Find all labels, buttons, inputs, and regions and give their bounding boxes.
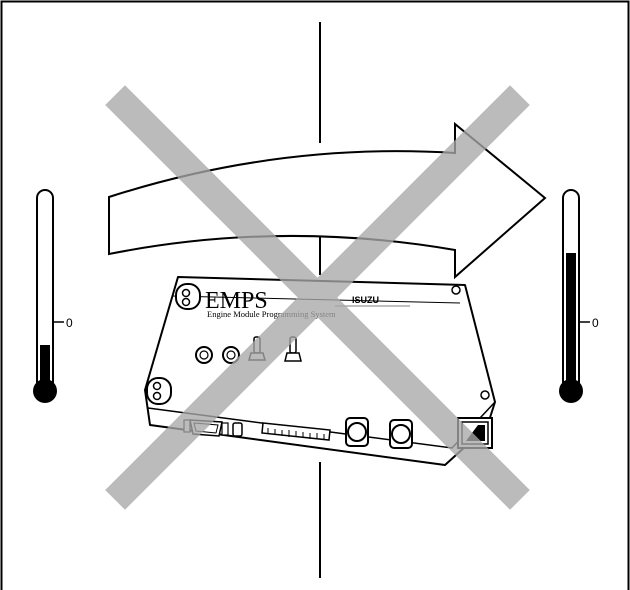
- connector-port-2-inner: [226, 350, 236, 360]
- device-logo: EMPS: [205, 288, 268, 314]
- screw-bottom-right: [480, 390, 490, 400]
- bnc-connector-1: [345, 417, 369, 447]
- connector-port-1-inner: [199, 350, 209, 360]
- thermometer-left: 0: [33, 189, 73, 403]
- small-jack: [232, 422, 243, 437]
- screw-bottom-left: [146, 377, 172, 405]
- prohibition-stroke-2: [105, 85, 530, 510]
- thermometer-right-label: 0: [592, 316, 599, 330]
- device-subtitle: Engine Module Programming System: [207, 309, 336, 319]
- screw-top-right: [451, 285, 461, 295]
- prohibition-x-mark: [105, 85, 530, 510]
- thermometer-right: 0: [559, 189, 599, 403]
- device-brand: ISUZU: [352, 295, 379, 305]
- connector-port-2: [222, 346, 240, 364]
- thermometer-left-label: 0: [66, 316, 73, 330]
- thermometer-left-bulb: [33, 379, 57, 403]
- bnc-connector-2: [389, 419, 413, 449]
- screw-top-left: [175, 283, 201, 310]
- thermometer-right-mercury: [566, 253, 576, 390]
- thermometer-right-bulb: [559, 379, 583, 403]
- connector-port-1: [195, 346, 213, 364]
- edge-connector: [261, 422, 331, 441]
- thermometer-left-mercury: [40, 345, 50, 390]
- toggle-switch-2: [284, 336, 302, 362]
